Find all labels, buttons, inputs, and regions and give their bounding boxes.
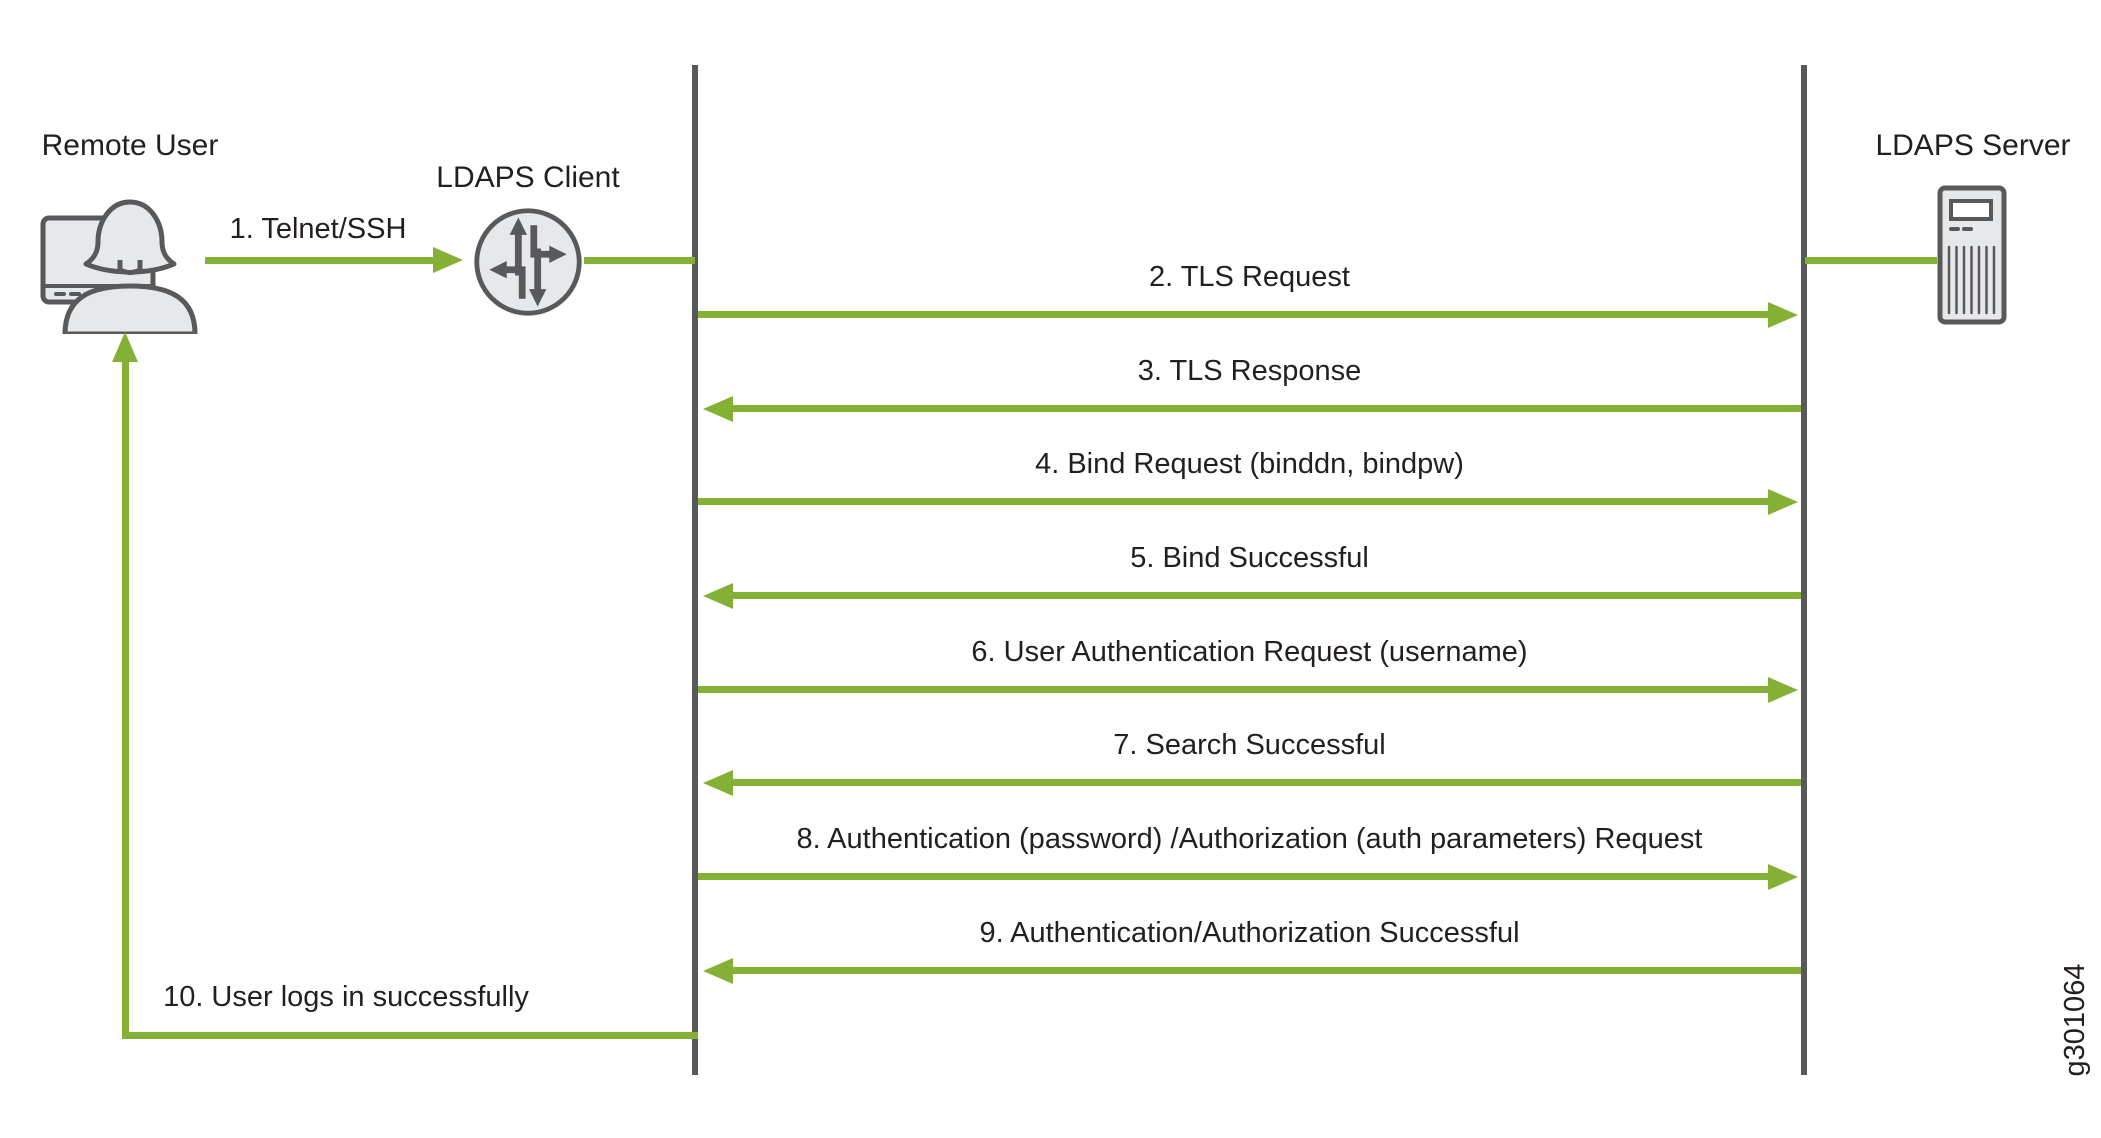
message-9-label: 9. Authentication/Authorization Successf…: [979, 917, 1520, 949]
ldaps-client-router-icon: [474, 208, 582, 316]
ldaps-client-label: LDAPS Client: [436, 161, 620, 194]
message-1-arrowhead-icon: [433, 247, 463, 273]
server-lifeline-connector: [1805, 257, 1937, 264]
message-9-arrowhead-icon: [703, 958, 733, 984]
message-5-label: 5. Bind Successful: [1130, 542, 1369, 574]
message-4-arrowhead-icon: [1768, 489, 1798, 515]
message-4-arrow-shaft: [698, 498, 1768, 505]
ldaps-server-icon: [1937, 185, 2007, 325]
message-3-arrowhead-icon: [703, 396, 733, 422]
message-10-arrowhead-icon: [112, 332, 138, 362]
message-7-label: 7. Search Successful: [1113, 729, 1386, 761]
message-3-arrow-shaft: [733, 405, 1801, 412]
message-7-arrowhead-icon: [703, 770, 733, 796]
message-5-arrow-shaft: [733, 592, 1801, 599]
lifeline-ldaps-server: [1801, 65, 1807, 1075]
ldaps-server-label: LDAPS Server: [1875, 129, 2071, 162]
message-8-arrow-shaft: [698, 873, 1768, 880]
message-7-arrow-shaft: [733, 779, 1801, 786]
remote-user-icon: [40, 199, 198, 334]
message-2-arrow-shaft: [698, 311, 1768, 318]
message-1-arrow-shaft: [205, 257, 435, 264]
message-8-label: 8. Authentication (password) /Authorizat…: [796, 823, 1703, 855]
client-lifeline-connector: [584, 257, 695, 264]
figure-id-label: g301064: [2059, 963, 2091, 1077]
message-2-label: 2. TLS Request: [1149, 261, 1350, 293]
message-4-label: 4. Bind Request (binddn, bindpw): [1035, 448, 1464, 480]
message-10-label: 10. User logs in successfully: [163, 981, 529, 1013]
message-3-label: 3. TLS Response: [1137, 355, 1362, 387]
message-6-label: 6. User Authentication Request (username…: [971, 636, 1528, 668]
message-8-arrowhead-icon: [1768, 864, 1798, 890]
lifeline-ldaps-client: [692, 65, 698, 1075]
remote-user-label: Remote User: [41, 129, 219, 162]
message-10-horizontal-shaft: [122, 1032, 698, 1039]
message-2-arrowhead-icon: [1768, 302, 1798, 328]
message-6-arrowhead-icon: [1768, 677, 1798, 703]
message-6-arrow-shaft: [698, 686, 1768, 693]
message-10-vertical-shaft: [122, 356, 129, 1039]
message-1-label: 1. Telnet/SSH: [229, 213, 407, 245]
message-9-arrow-shaft: [733, 967, 1801, 974]
message-5-arrowhead-icon: [703, 583, 733, 609]
